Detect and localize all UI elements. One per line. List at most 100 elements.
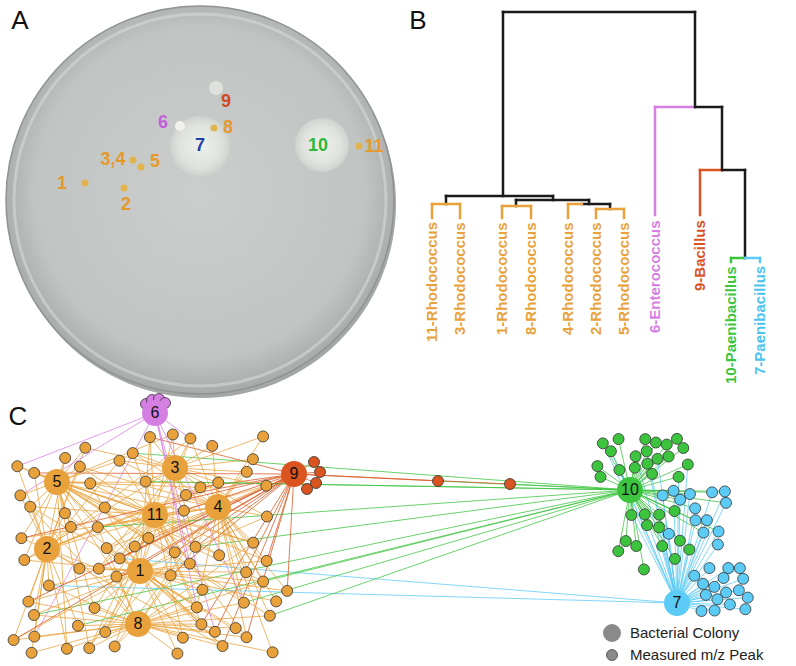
mz-peak-dot xyxy=(433,476,444,487)
mz-peak-dot xyxy=(684,489,695,500)
dendrogram-branch xyxy=(731,257,745,260)
colony-dot xyxy=(138,164,145,171)
colony-number: 5 xyxy=(53,474,62,490)
mz-peak-dot xyxy=(734,563,745,574)
legend-swatch xyxy=(600,623,624,643)
mz-peak-dot xyxy=(261,480,272,491)
panel-letter: B xyxy=(409,6,426,35)
mz-peak-dot xyxy=(28,609,39,620)
mz-peak-dot xyxy=(712,539,723,550)
mz-peak-dot xyxy=(713,526,724,537)
mz-peak-dot xyxy=(626,510,637,521)
mz-peak-dot xyxy=(213,477,224,488)
mz-peak-dot xyxy=(84,643,95,654)
dendrogram-branch xyxy=(459,204,462,218)
mz-peak-dot xyxy=(668,485,679,496)
taxon-label: 10-Paenibacillus xyxy=(723,266,740,384)
mz-peak-dot xyxy=(61,643,72,654)
network-link xyxy=(603,443,677,603)
mz-peak-dot xyxy=(669,553,680,564)
mz-peak-dot xyxy=(733,585,744,596)
mz-peak-dot xyxy=(271,596,282,607)
colony-node: 8 xyxy=(125,611,151,637)
mz-peak-dot xyxy=(100,627,111,638)
network-link xyxy=(47,461,119,549)
colony-node: 10 xyxy=(617,477,643,503)
legend-item: Measured m/z Peak xyxy=(600,645,763,665)
network-link xyxy=(57,482,219,555)
colony-number: 1 xyxy=(136,563,145,579)
callout-number: 5 xyxy=(150,152,160,172)
colony-number: 3 xyxy=(171,460,180,476)
mz-peak-dot xyxy=(143,533,154,544)
taxon-label: 11-Rhodococcus xyxy=(424,222,441,342)
network-link xyxy=(677,492,712,603)
network-link xyxy=(30,507,140,571)
mz-peak-dot xyxy=(267,647,278,658)
network-link xyxy=(34,615,138,624)
mz-peak-dot xyxy=(43,580,54,591)
mz-peak-dot xyxy=(712,594,723,605)
dendrogram-branch xyxy=(721,107,724,170)
dendrogram-branch xyxy=(744,170,747,258)
network-link xyxy=(270,490,630,616)
network-link xyxy=(184,474,294,511)
dish-rim xyxy=(14,14,386,386)
peak-nodes xyxy=(8,394,753,660)
colony-node: 1 xyxy=(127,558,153,584)
mz-peak-dot xyxy=(197,584,208,595)
mz-peak-dot xyxy=(180,489,191,500)
mz-peak-dot xyxy=(140,476,151,487)
mz-peak-dot xyxy=(12,461,23,472)
dendrogram-branch xyxy=(431,204,434,218)
colony-number: 8 xyxy=(134,616,143,632)
mz-peak-dot xyxy=(629,462,640,473)
network-link xyxy=(14,571,140,640)
network-link xyxy=(57,482,263,581)
network-links xyxy=(14,399,748,654)
dendrogram-branch xyxy=(730,258,733,262)
taxon-label: 8-Rhodococcus xyxy=(523,222,540,335)
mz-peak-dot xyxy=(689,570,700,581)
mz-peak-dot xyxy=(505,479,516,490)
mz-peak-dot xyxy=(65,521,76,532)
dendrogram-branch xyxy=(759,258,762,262)
network-link xyxy=(140,571,287,591)
mz-peak-dot xyxy=(315,467,326,478)
mz-peak-dot xyxy=(302,484,313,495)
network-link xyxy=(57,482,223,646)
mz-peak-dot xyxy=(704,563,715,574)
mz-peak-dot xyxy=(690,515,701,526)
legend-item: Bacterial Colony xyxy=(600,623,739,643)
dendrogram-branch xyxy=(745,257,760,260)
mz-peak-dot xyxy=(647,468,658,479)
mz-peak-dot xyxy=(214,550,225,561)
network-link xyxy=(287,474,294,591)
mz-peak-dot xyxy=(101,543,112,554)
mz-peak-dot xyxy=(114,455,125,466)
mz-peak-dot xyxy=(247,454,258,465)
mz-peak-dot xyxy=(195,482,206,493)
network-link xyxy=(28,602,138,624)
taxon-label: 6-Enterococcus xyxy=(647,220,664,333)
network-link xyxy=(57,434,173,482)
network-link xyxy=(28,474,294,602)
dendrogram-branch xyxy=(722,169,745,172)
mz-peak-dot xyxy=(184,558,195,569)
network-link xyxy=(78,490,630,626)
mz-peak-dot xyxy=(169,547,180,558)
mz-peak-dot xyxy=(698,578,709,589)
mz-peak-dot xyxy=(707,487,718,498)
mz-peak-dot xyxy=(261,511,272,522)
dendrogram-branch xyxy=(567,204,570,218)
mz-peak-dot xyxy=(29,467,40,478)
mz-peak-dot xyxy=(642,520,653,531)
callout-number: 6 xyxy=(158,113,168,133)
mz-peak-dot xyxy=(8,635,19,646)
dendrogram-branch xyxy=(502,12,505,196)
mz-peak-dot xyxy=(60,452,71,463)
panel-letter: A xyxy=(11,6,28,35)
mz-peak-dot xyxy=(185,433,196,444)
mz-peak-dot xyxy=(178,505,189,516)
